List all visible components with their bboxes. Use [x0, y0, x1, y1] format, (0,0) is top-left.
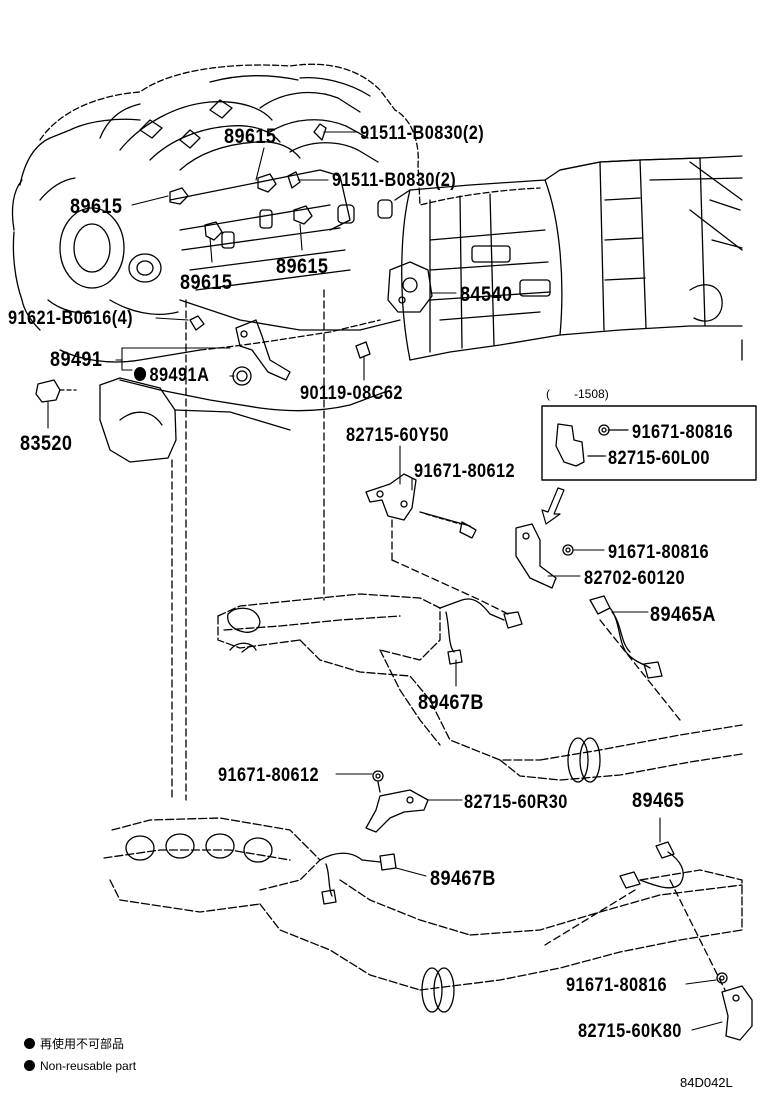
label-89615-left: 89615 [70, 195, 123, 218]
bracket-82715-60K80 [716, 972, 753, 1041]
label-91621: 91621-B0616(4) [8, 308, 134, 329]
label-82715-60L00: 82715-60L00 [608, 448, 710, 469]
label-91671-80816-b: 91671-80816 [608, 542, 710, 563]
label-89615-top: 89615 [224, 125, 277, 148]
sensor-89465 [619, 841, 684, 889]
label-89467B-upper: 89467B [418, 691, 484, 714]
actuator-84540 [387, 261, 433, 313]
label-89491A-text: 89491A [149, 365, 210, 386]
label-82715-60K80: 82715-60K80 [578, 1021, 682, 1042]
lower-exhaust-manifold [103, 817, 743, 991]
diagram-code: 84D042L [680, 1075, 733, 1090]
legend-dot-icon [24, 1060, 35, 1071]
label-84540: 84540 [460, 283, 513, 306]
label-91671-80612-b: 91671-80612 [218, 765, 320, 786]
label-82702-60120: 82702-60120 [584, 568, 686, 589]
bracket-82715-60R30 [365, 770, 429, 833]
upper-exhaust-manifold [217, 593, 743, 781]
label-83520: 83520 [20, 432, 73, 455]
label-91671-80816-c: 91671-80816 [566, 975, 668, 996]
dashed-leaders [171, 289, 726, 991]
label-89465A: 89465A [650, 603, 716, 626]
non-reusable-dot [134, 367, 147, 381]
legend-en: Non-reusable part [24, 1060, 136, 1072]
label-89467B-lower: 89467B [430, 867, 496, 890]
legend-jp-text: 再使用不可部品 [40, 1037, 125, 1051]
label-89615-right: 89615 [276, 255, 329, 278]
label-89465: 89465 [632, 789, 685, 812]
sensors-89615 [169, 123, 327, 241]
legend-dot-icon [24, 1038, 35, 1049]
bracket-82702-60120 [515, 523, 574, 589]
legend-en-text: Non-reusable part [40, 1059, 137, 1073]
bracket-82715-60Y50 [365, 473, 477, 539]
label-91511-a: 91511-B0830(2) [360, 123, 485, 144]
inset-note: ( -1508) [546, 387, 609, 401]
label-91671-80612-a: 91671-80612 [414, 461, 516, 482]
lower-exhaust-ports [125, 833, 455, 1013]
label-89615-lower: 89615 [180, 271, 233, 294]
label-89491A: 89491A [134, 366, 209, 385]
transmission-illustration [394, 155, 743, 361]
label-89491: 89491 [50, 348, 103, 371]
engine-illustration [11, 63, 541, 412]
label-82715-60R30: 82715-60R30 [464, 792, 568, 813]
label-91511-b: 91511-B0830(2) [332, 170, 457, 191]
label-91671-80816-a: 91671-80816 [632, 422, 734, 443]
label-leaders [47, 131, 723, 1031]
label-90119: 90119-08C62 [300, 383, 403, 404]
upper-exhaust-flange [227, 598, 601, 783]
sensor-89465A [589, 595, 663, 679]
label-82715-60Y50: 82715-60Y50 [346, 425, 449, 446]
legend-jp: 再使用不可部品 [24, 1038, 124, 1050]
sensor-bracket-89491 [35, 315, 371, 463]
